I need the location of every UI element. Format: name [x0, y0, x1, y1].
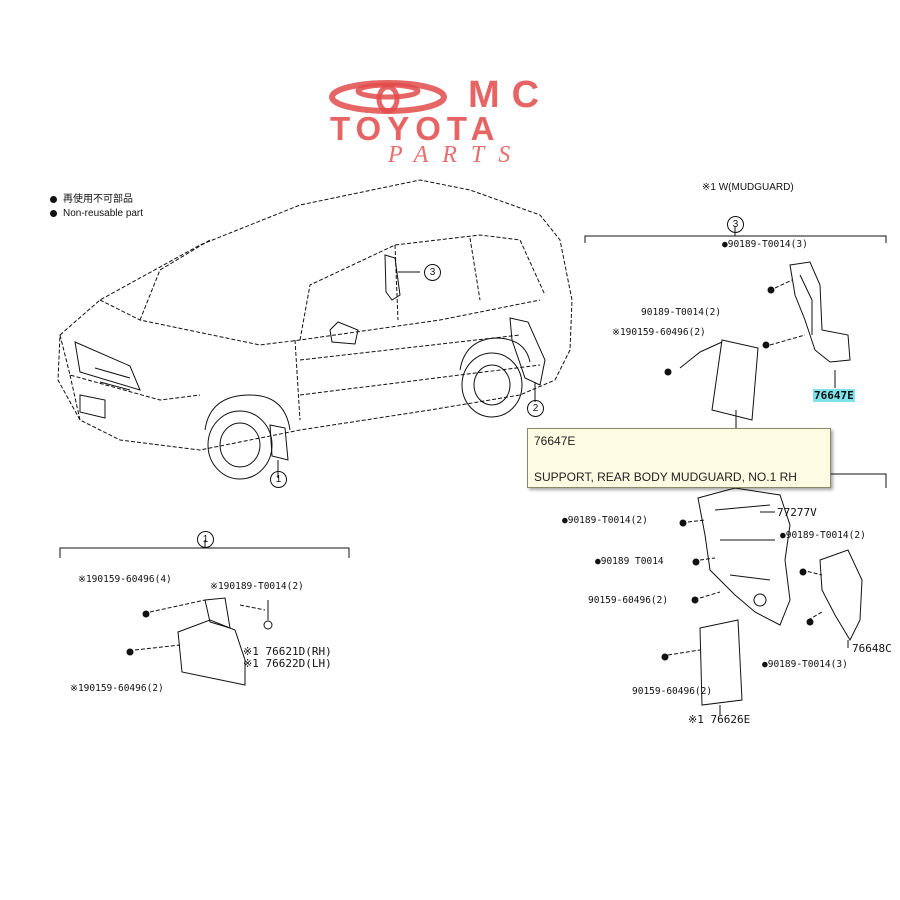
- callout-1-group: 1: [197, 531, 214, 548]
- mudflap-76621d: [177, 619, 246, 686]
- screw-icon: [126, 648, 134, 656]
- legend-en: Non-reusable part: [63, 208, 144, 219]
- leader-line: [134, 599, 266, 651]
- part-76648c-link[interactable]: 76648C: [852, 642, 892, 655]
- label-90159-60496-2-a[interactable]: 90159-60496(2): [588, 595, 669, 606]
- leader-line: [679, 341, 723, 369]
- bolt-icon: [692, 558, 700, 566]
- screw-icon: [661, 653, 669, 661]
- bullet-icon: [50, 209, 57, 217]
- flap-76626e: [699, 619, 743, 706]
- bracket-76648c: [819, 549, 863, 642]
- bolt-icon: [767, 286, 775, 294]
- screw-icon: [664, 368, 672, 376]
- callout-3: 3: [424, 264, 441, 281]
- screw-icon: [691, 596, 699, 604]
- mudguard-shield-77277v: [697, 487, 791, 626]
- group1-bracket: [59, 547, 350, 558]
- bolt-icon: [762, 341, 770, 349]
- toyota-emblem-icon: [329, 80, 447, 114]
- tooltip-part-description: SUPPORT, REAR BODY MUDGUARD, NO.1 RH: [534, 470, 797, 484]
- bolt-icon: [263, 620, 273, 630]
- vehicle-solid-lines: [74, 254, 546, 480]
- pad-76647: [711, 339, 759, 421]
- label-90189-t0014[interactable]: ●90189 T0014: [595, 556, 664, 567]
- label-90189-t0014-2[interactable]: 90189-T0014(2): [641, 307, 722, 318]
- omc-toyota-parts-logo: MC TOYOTA PARTS: [320, 74, 660, 168]
- label-90189-t0014-2-b[interactable]: ●90189-T0014(2): [780, 530, 866, 541]
- leader-line: [667, 519, 823, 656]
- bolt-icon: [806, 618, 814, 626]
- label-90189-t0014-2-a[interactable]: ●90189-T0014(2): [562, 515, 648, 526]
- leader-line: [769, 279, 806, 346]
- legend-jp: 再使用不可部品: [63, 194, 133, 205]
- mudguard-note: ※1 W(MUDGUARD): [702, 182, 794, 193]
- part-76647e-highlight[interactable]: 76647E: [813, 389, 855, 402]
- label-90189-t0014-3-b[interactable]: ●90189-T0014(3): [762, 659, 848, 670]
- part-77277v-link[interactable]: 77277V: [777, 506, 817, 519]
- callout-3-group: 3: [727, 216, 744, 233]
- tooltip-part-code: 76647E: [534, 434, 576, 448]
- logo-parts-text: PARTS: [388, 142, 525, 168]
- callout-2: 2: [527, 400, 544, 417]
- label-90159-60496-4[interactable]: ※190159-60496(4): [78, 574, 172, 585]
- part-76647e-link[interactable]: 76647E: [813, 389, 855, 402]
- part-tooltip: 76647E SUPPORT, REAR BODY MUDGUARD, NO.1…: [527, 428, 831, 488]
- part-76621d-link[interactable]: ※1 76621D(RH): [243, 645, 332, 658]
- label-90159-60496-2-g1[interactable]: ※190159-60496(2): [70, 683, 164, 694]
- callout-1: 1: [270, 471, 287, 488]
- screw-icon: [142, 610, 150, 618]
- legend: 再使用不可部品 Non-reusable part: [50, 193, 143, 221]
- vehicle-illustration: [57, 179, 573, 451]
- part-76622d-link[interactable]: ※1 76622D(LH): [243, 657, 332, 670]
- logo-toyota-text: TOYOTA: [330, 110, 501, 147]
- support-bracket-76647e: [789, 261, 851, 363]
- label-90159-60496-2-b[interactable]: 90159-60496(2): [632, 686, 713, 697]
- mudflap-bracket: [204, 597, 231, 629]
- label-90189-t0014-2-g1[interactable]: ※190189-T0014(2): [210, 581, 304, 592]
- logo-mc-text: MC: [468, 74, 552, 116]
- part-76626e-link[interactable]: ※1 76626E: [688, 713, 751, 726]
- group2-bracket: [830, 473, 887, 488]
- label-90159-60496-2[interactable]: ※190159-60496(2): [612, 327, 706, 338]
- label-90189-t0014-3[interactable]: ●90189-T0014(3): [722, 239, 808, 250]
- bolt-icon: [679, 519, 687, 527]
- bullet-icon: [50, 195, 57, 203]
- bolt-icon: [799, 568, 807, 576]
